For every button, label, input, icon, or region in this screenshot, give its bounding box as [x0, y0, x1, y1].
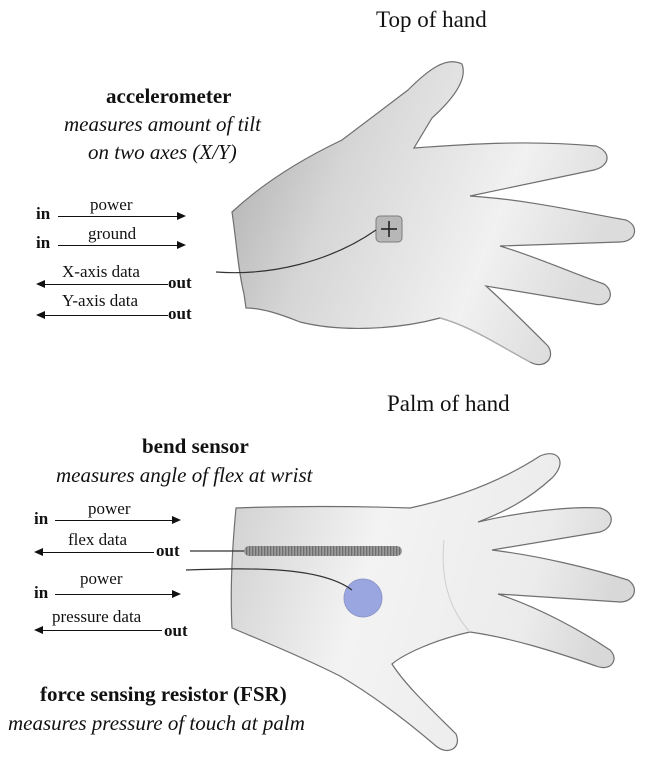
bend-sensor-desc: measures angle of flex at wrist: [56, 465, 312, 486]
accel-x-io: out: [168, 274, 192, 291]
top-hand: [232, 62, 635, 365]
accel-power-label: power: [90, 196, 132, 213]
accel-x-label: X-axis data: [62, 263, 140, 280]
accel-y-io: out: [168, 305, 192, 322]
fsr-heading: force sensing resistor (FSR): [40, 684, 287, 705]
fsr-pressure-io: out: [164, 622, 188, 639]
bend-flex-arrow: [36, 552, 154, 553]
accel-y-arrow: [38, 315, 168, 316]
fsr-power-io: in: [34, 584, 48, 601]
fsr-pressure-arrow: [36, 630, 162, 631]
fsr-circle-pad-icon: [344, 579, 382, 617]
accelerometer-heading: accelerometer: [106, 86, 232, 107]
fsr-desc: measures pressure of touch at palm: [8, 713, 305, 734]
fsr-power-label: power: [80, 570, 122, 587]
bend-flex-io: out: [156, 542, 180, 559]
bend-power-arrow: [55, 520, 179, 521]
fsr-pressure-label: pressure data: [52, 608, 141, 625]
accelerometer-desc-line2: on two axes (X/Y): [88, 142, 237, 163]
accel-ground-arrow: [58, 245, 184, 246]
palm-of-hand-title: Palm of hand: [387, 392, 510, 415]
accel-power-arrow: [58, 216, 184, 217]
accel-y-label: Y-axis data: [62, 292, 138, 309]
bend-flex-label: flex data: [68, 531, 127, 548]
accel-power-io: in: [36, 205, 50, 222]
accel-x-arrow: [38, 284, 168, 285]
bend-sensor-strip-icon: [244, 546, 402, 556]
palm-hand: [231, 454, 634, 751]
bend-sensor-heading: bend sensor: [142, 436, 249, 457]
accel-ground-io: in: [36, 234, 50, 251]
fsr-power-arrow: [55, 594, 179, 595]
bend-power-label: power: [88, 500, 130, 517]
accelerometer-plus-icon: [376, 216, 402, 242]
bend-power-io: in: [34, 510, 48, 527]
accelerometer-desc-line1: measures amount of tilt: [64, 114, 261, 135]
accel-ground-label: ground: [88, 225, 136, 242]
top-of-hand-title: Top of hand: [376, 8, 487, 31]
